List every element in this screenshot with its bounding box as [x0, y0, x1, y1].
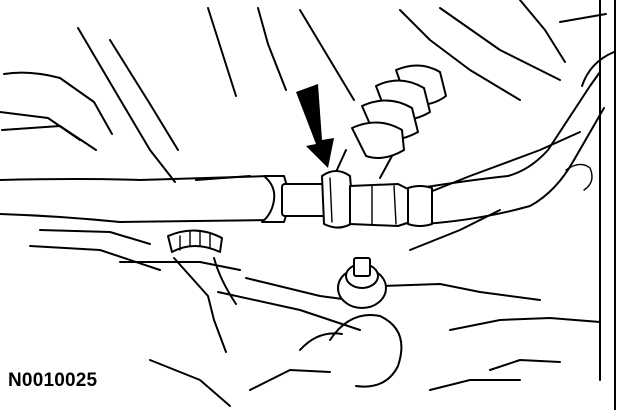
mounting-nut	[337, 257, 387, 309]
spring-lock-coupling	[281, 170, 433, 229]
hose-clamp	[167, 229, 237, 353]
right-hose	[419, 71, 605, 225]
figure-caption-code: N0010025	[8, 370, 98, 391]
background-structure	[0, 0, 616, 410]
left-hose	[0, 175, 289, 223]
callout-arrow	[296, 84, 334, 168]
upper-hose-bellows	[335, 64, 447, 179]
